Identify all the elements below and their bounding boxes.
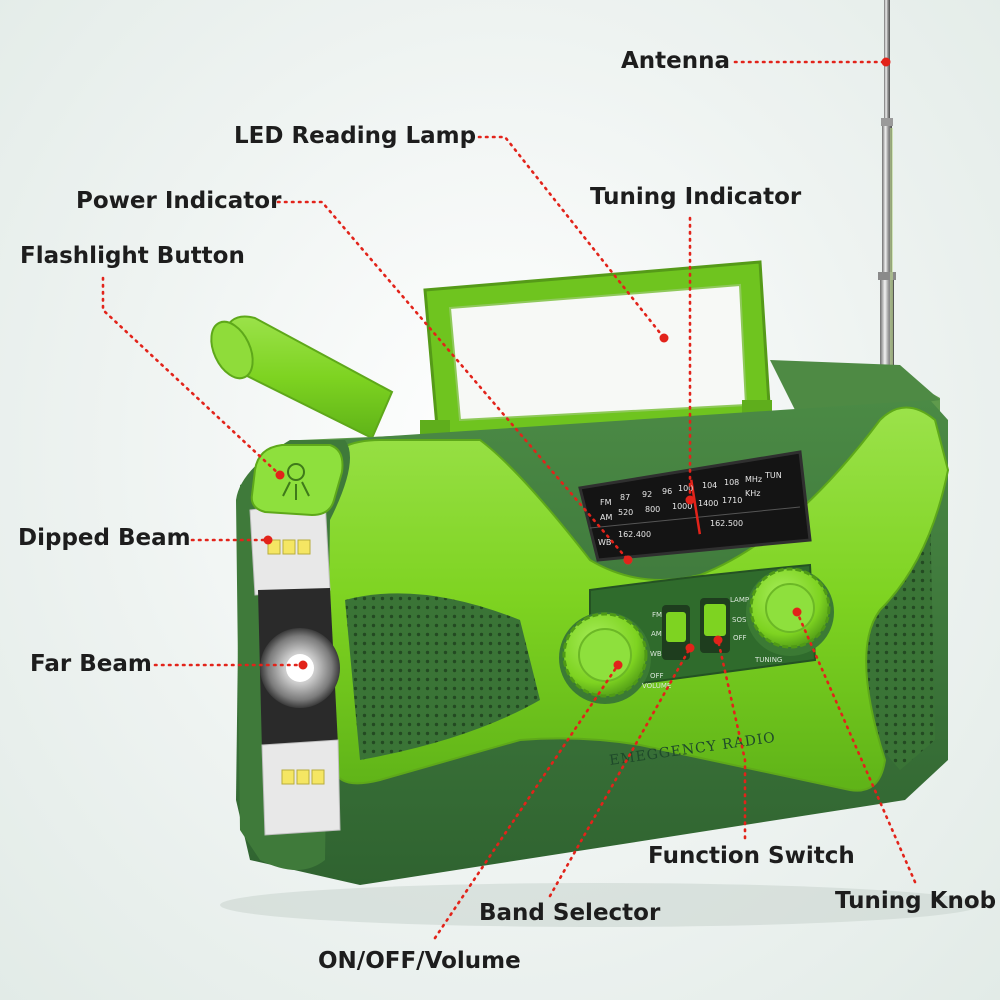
flashlight-button <box>250 444 344 517</box>
leader-flashlight-button-end <box>275 470 285 480</box>
fm-tick-2: 96 <box>662 487 672 496</box>
leader-dipped-beam-end <box>263 535 273 545</box>
label-dipped-beam: Dipped Beam <box>18 525 191 551</box>
hand-crank <box>210 315 394 440</box>
reading-lamp-frame <box>420 260 772 460</box>
volume-label: VOLUME <box>642 682 671 690</box>
leader-tuning-indicator-end <box>685 495 695 505</box>
leader-band-selector-end <box>685 643 695 653</box>
dipped-beam-leds <box>267 539 311 555</box>
leader-function-switch <box>716 638 747 840</box>
fm-tick-0: 87 <box>620 493 630 502</box>
label-antenna: Antenna <box>621 48 731 74</box>
am-tick-2: 1000 <box>672 502 692 511</box>
leader-power-indicator-end <box>623 555 633 565</box>
function-label-off: OFF <box>733 634 747 642</box>
fm-tick-4: 104 <box>702 481 717 490</box>
label-far-beam: Far Beam <box>30 651 152 677</box>
leader-on-off-volume <box>433 663 620 940</box>
am-tick-0: 520 <box>618 508 633 517</box>
label-power-indicator: Power Indicator <box>76 188 282 214</box>
label-tuning-knob: Tuning Knob <box>835 888 997 914</box>
antenna-rod <box>878 0 896 380</box>
leader-far-beam-end <box>298 660 308 670</box>
label-tuning-indicator: Tuning Indicator <box>590 184 802 210</box>
leader-function-switch-end <box>713 635 723 645</box>
fm-tick-1: 92 <box>642 490 652 499</box>
tuning-label: TUNING <box>754 656 782 664</box>
dial-tun: TUN <box>764 471 782 480</box>
leader-led-lamp <box>470 135 666 340</box>
am-tick-3: 1400 <box>698 499 718 508</box>
label-led-reading-lamp: LED Reading Lamp <box>234 123 477 149</box>
dial-mhz: MHz <box>745 475 762 484</box>
fm-tick-3: 100 <box>678 484 693 493</box>
function-switch <box>700 598 730 653</box>
label-on-off-volume: ON/OFF/Volume <box>318 948 521 974</box>
fm-tick-5: 108 <box>724 478 739 487</box>
leader-led-lamp-end <box>659 333 669 343</box>
function-label-lamp: LAMP <box>730 596 749 604</box>
band-label-fm: FM <box>652 611 662 619</box>
dial-wb-low: 162.400 <box>618 530 651 539</box>
leader-on-off-volume-end <box>613 660 623 670</box>
band-label-wb: WB <box>650 650 662 658</box>
dial-fm-label: FM <box>600 498 612 507</box>
flashlight-column <box>236 440 350 870</box>
label-flashlight-button: Flashlight Button <box>20 243 245 269</box>
dial-am-scale: 520 800 1000 1400 1710 <box>618 496 742 517</box>
dial-wb-high: 162.500 <box>710 519 743 528</box>
volume-knob <box>559 612 651 704</box>
leader-antenna-end <box>881 57 891 67</box>
band-selector-switch <box>662 605 690 660</box>
am-tick-4: 1710 <box>722 496 742 505</box>
dial-am-label: AM <box>600 513 612 522</box>
dial-khz: KHz <box>745 489 760 498</box>
leader-tuning-knob <box>795 610 917 884</box>
function-label-sos: SOS <box>732 616 747 624</box>
off-label: OFF <box>650 672 664 680</box>
lower-leds <box>281 769 325 785</box>
band-label-am: AM <box>651 630 662 638</box>
ground-shadow <box>220 883 980 927</box>
dial-wb-label: WB <box>598 538 611 547</box>
leader-band-selector <box>548 646 692 898</box>
tuning-knob <box>746 567 834 656</box>
dial-fm-scale: 87 92 96 100 104 108 <box>620 478 739 502</box>
leader-power-indicator <box>276 200 630 562</box>
left-speaker-grille <box>345 593 540 760</box>
leader-tuning-knob-end <box>792 607 802 617</box>
tuning-dial-window <box>578 450 812 562</box>
label-band-selector: Band Selector <box>479 900 661 926</box>
label-function-switch: Function Switch <box>648 843 855 869</box>
leader-lines <box>101 57 917 940</box>
am-tick-1: 800 <box>645 505 660 514</box>
